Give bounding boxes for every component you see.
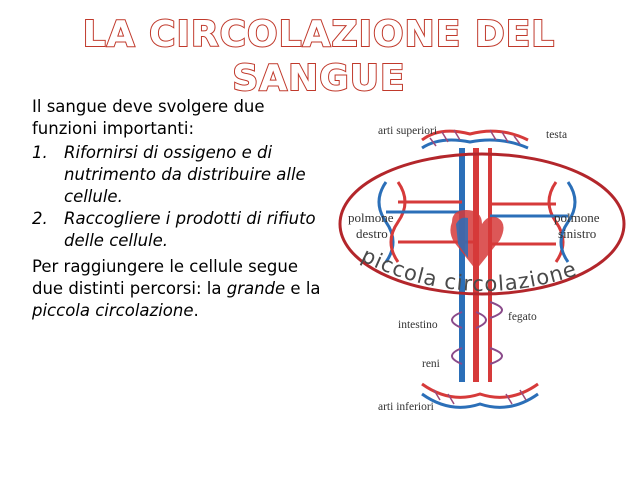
- list-item: 2. Raccogliere i prodotti di rifiuto del…: [32, 208, 322, 252]
- heart: [450, 210, 504, 270]
- label-arti-superiori: arti superiori: [378, 125, 437, 137]
- outro-text: Per raggiungere le cellule segue due dis…: [32, 256, 322, 322]
- outro-prefix: Per raggiungere le cellule segue due dis…: [32, 257, 298, 298]
- label-testa: testa: [546, 129, 567, 141]
- list-item-text: Rifornirsi di ossigeno e di nutrimento d…: [64, 143, 306, 206]
- circulation-diagram: arti superiori testa polmone destro polm…: [338, 125, 626, 413]
- list-number: 1.: [32, 143, 48, 162]
- label-fegato: fegato: [508, 311, 537, 323]
- intro-text: Il sangue deve svolgere due funzioni imp…: [32, 97, 265, 138]
- label-polmone-destro-2: destro: [356, 226, 388, 241]
- list-item: 1. Rifornirsi di ossigeno e di nutriment…: [32, 142, 322, 208]
- slide-title-line1: LA CIRCOLAZIONE DEL: [82, 13, 556, 56]
- label-arti-inferiori: arti inferiori: [378, 401, 434, 413]
- list-number: 2.: [32, 209, 48, 228]
- label-polmone-destro-1: polmone: [348, 210, 394, 225]
- left-lung-capillaries: [490, 181, 577, 263]
- outro-middle: e la: [285, 279, 321, 298]
- label-polmone-sinistro-2: sinistro: [558, 226, 596, 241]
- slide-title-line2: SANGUE: [231, 57, 406, 100]
- function-list: 1. Rifornirsi di ossigeno e di nutriment…: [32, 142, 322, 252]
- outro-end: .: [193, 301, 199, 320]
- list-item-text: Raccogliere i prodotti di rifiuto delle …: [64, 209, 316, 250]
- upper-body-capillaries: [421, 129, 529, 150]
- piccola-term: piccola circolazione: [32, 301, 194, 320]
- organ-capillaries: [451, 301, 503, 365]
- grande-term: grande: [226, 279, 286, 298]
- small-circulation-ring: [338, 152, 626, 296]
- body-text: Il sangue deve svolgere due funzioni imp…: [32, 96, 322, 322]
- label-reni: reni: [422, 358, 440, 370]
- lower-body-capillaries: [421, 382, 539, 409]
- label-intestino: intestino: [398, 319, 438, 331]
- label-polmone-sinistro-1: polmone: [554, 210, 600, 225]
